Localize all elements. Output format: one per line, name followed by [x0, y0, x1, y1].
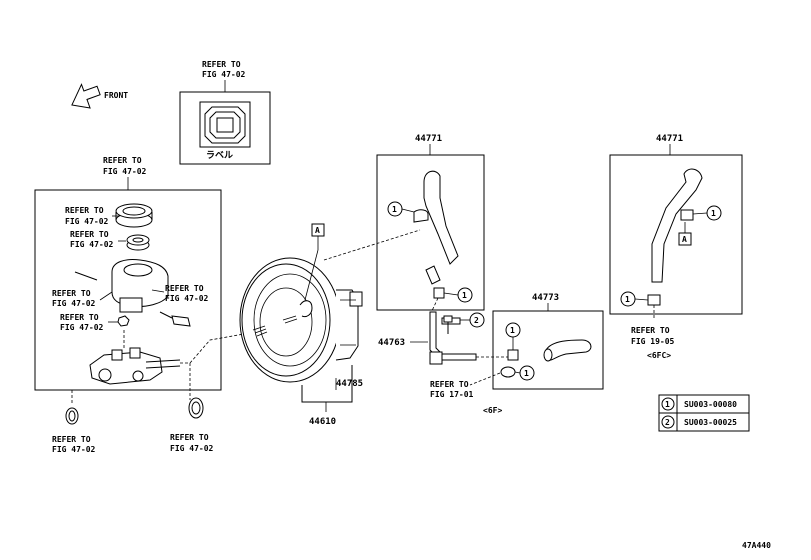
part-44773-label: 44773 [532, 293, 559, 303]
diagram-id: 47A440 [742, 541, 771, 550]
legend-key-1 [661, 397, 675, 411]
brake-booster-icon [239, 257, 363, 383]
callout-a-left-text: A [315, 226, 320, 235]
strainer-icon [126, 234, 150, 251]
ref-fig-top: FIG 47-02 [202, 70, 246, 79]
seal-ring-bottom-right-icon [188, 397, 204, 419]
fastener-legend: 1 SU003-00080 2 SU003-00025 [658, 394, 750, 432]
ref-switch-fig: FIG 47-02 [165, 294, 209, 303]
ref-seal-left-label: REFER TO [52, 435, 91, 444]
svg-text:2: 2 [474, 316, 479, 325]
label-box [179, 91, 271, 165]
booster-studs-icon [252, 315, 298, 337]
level-switch-icon [159, 311, 191, 327]
clamp-right-top-icon [680, 209, 694, 221]
ref-mc-fig: FIG 47-02 [103, 167, 147, 176]
ref-label-top: REFER TO [202, 60, 241, 69]
part-44771-right-label: 44771 [656, 134, 683, 144]
ref-pipe-fig: FIG 17-01 [430, 390, 474, 399]
hose-44773-icon [543, 339, 592, 362]
ref-right-label: REFER TO [631, 326, 670, 335]
ref-mc-label: REFER TO [103, 156, 142, 165]
ref-pipe-label: REFER TO [430, 380, 469, 389]
hose-44773-box [492, 310, 604, 390]
variant-6fc: <6FC> [647, 351, 671, 360]
reservoir-cap-icon [115, 203, 153, 228]
legend-key-2 [661, 415, 675, 429]
part-44763-label: 44763 [378, 338, 405, 348]
nut-icon [117, 315, 130, 327]
master-cylinder-body-icon [89, 347, 181, 385]
ref-pin-label: REFER TO [60, 313, 99, 322]
vacuum-hose-center-icon [413, 170, 459, 285]
clamp-44773-icon [500, 366, 516, 378]
ref-cap-fig: FIG 47-02 [65, 217, 109, 226]
svg-text:1: 1 [711, 209, 716, 218]
hose-44771-right-box [609, 154, 743, 315]
variant-6f: <6F> [483, 406, 502, 415]
check-valve-icon [507, 349, 519, 361]
ref-seal-right-label: REFER TO [170, 433, 209, 442]
part-44771-center-label: 44771 [415, 134, 442, 144]
front-label: FRONT [104, 91, 128, 100]
svg-text:1: 1 [665, 400, 670, 409]
ref-cap-label: REFER TO [65, 206, 104, 215]
ref-strainer-fig: FIG 47-02 [70, 240, 114, 249]
vacuum-hose-right-icon [651, 168, 703, 283]
svg-text:1: 1 [392, 205, 397, 214]
seal-ring-bottom-left-icon [65, 407, 79, 425]
ref-strainer-label: REFER TO [70, 230, 109, 239]
callout-a-right-text: A [682, 235, 687, 244]
svg-text:1: 1 [524, 369, 529, 378]
ref-grommet-label: REFER TO [52, 289, 91, 298]
clamp-right-bottom-icon [647, 294, 661, 306]
part-44785-label: 44785 [336, 379, 363, 389]
ref-switch-label: REFER TO [165, 284, 204, 293]
part-44610-label: 44610 [309, 417, 336, 427]
label-jp-text: ラベル [206, 150, 233, 161]
ref-right-fig: FIG 19-05 [631, 337, 675, 346]
label-plate-icon [199, 101, 251, 148]
hose-44771-box [376, 154, 485, 311]
svg-text:1: 1 [625, 295, 630, 304]
front-arrow-icon [71, 83, 101, 109]
legend-code-2: SU003-00025 [684, 418, 737, 427]
svg-text:1: 1 [510, 326, 515, 335]
master-cylinder-box [34, 189, 222, 391]
svg-text:2: 2 [665, 418, 670, 427]
legend-code-1: SU003-00080 [684, 400, 737, 409]
reservoir-icon [74, 259, 169, 313]
svg-text:1: 1 [462, 291, 467, 300]
ref-seal-right-fig: FIG 47-02 [170, 444, 214, 453]
bolt-icon [443, 315, 453, 334]
ref-pin-fig: FIG 47-02 [60, 323, 104, 332]
ref-grommet-fig: FIG 47-02 [52, 299, 96, 308]
clamp-center-icon [433, 287, 445, 299]
ref-seal-left-fig: FIG 47-02 [52, 445, 96, 454]
